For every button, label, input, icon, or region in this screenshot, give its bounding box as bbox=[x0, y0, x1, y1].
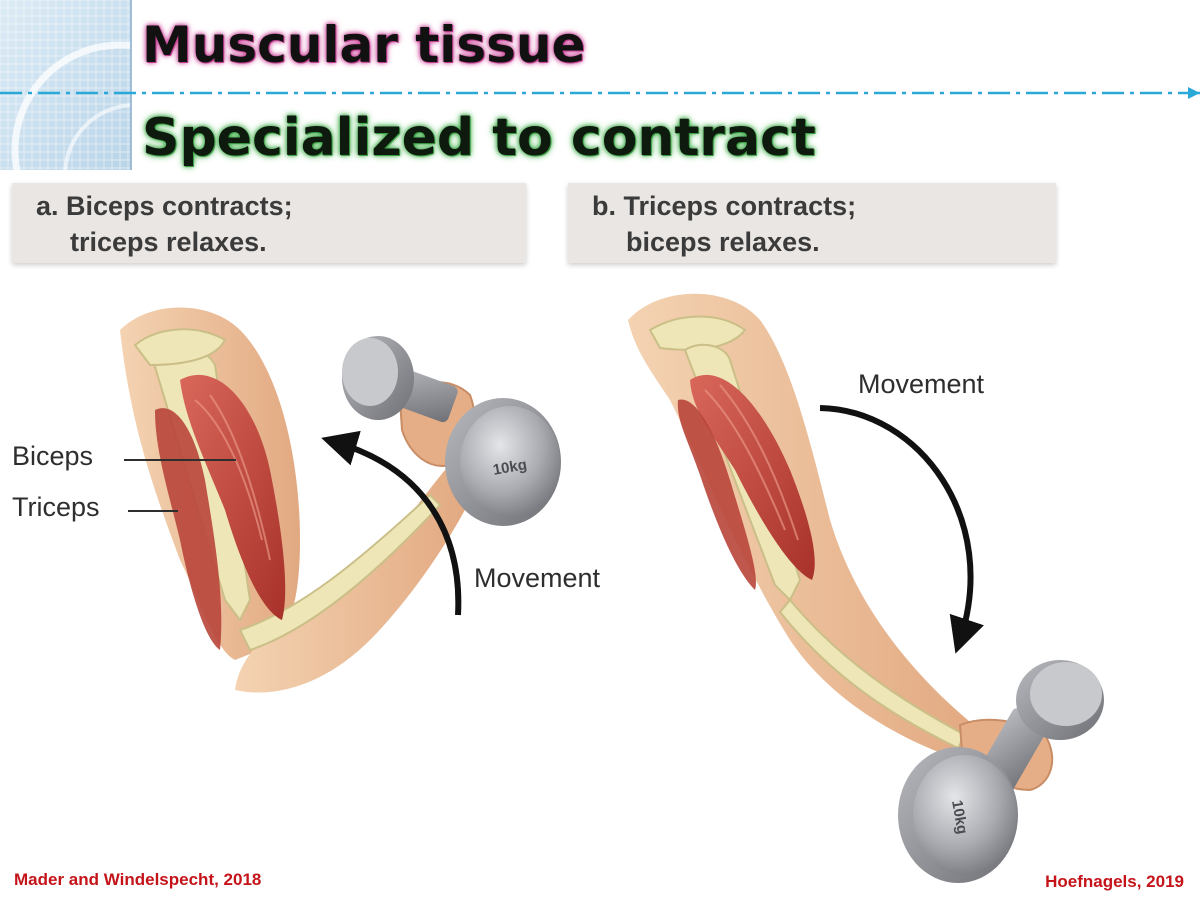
slide-subtitle: Specialized to contract bbox=[142, 108, 816, 168]
caption-panel-b: b. Triceps contracts; biceps relaxes. bbox=[568, 183, 1056, 263]
movement-arrow-a bbox=[321, 430, 462, 616]
slide-title: Muscular tissue bbox=[142, 16, 586, 74]
credit-right: Hoefnagels, 2019 bbox=[1045, 872, 1184, 891]
panel-b-arm bbox=[628, 293, 1054, 792]
weight-label-b: 10kg bbox=[948, 799, 971, 836]
credit-left: Mader and Windelspecht, 2018 bbox=[14, 870, 262, 889]
corner-decoration bbox=[0, 0, 132, 170]
weight-label-a: 10kg bbox=[492, 456, 529, 479]
movement-label-a: Movement bbox=[474, 563, 601, 593]
caption-b-line2: biceps relaxes. bbox=[626, 227, 820, 257]
caption-a-line2: triceps relaxes. bbox=[70, 227, 267, 257]
movement-arrow-b bbox=[819, 405, 984, 654]
triceps-label: Triceps bbox=[12, 492, 100, 522]
dash-dot-divider bbox=[0, 87, 1200, 99]
dumbbell-a: 10kg bbox=[342, 336, 561, 526]
biceps-label: Biceps bbox=[12, 441, 94, 471]
caption-a-line1: a. Biceps contracts; bbox=[36, 191, 293, 221]
movement-label-b: Movement bbox=[858, 369, 985, 399]
caption-panel-a: a. Biceps contracts; triceps relaxes. bbox=[12, 183, 526, 263]
panel-a-arm bbox=[120, 307, 475, 693]
caption-b-line1: b. Triceps contracts; bbox=[592, 191, 857, 221]
dumbbell-b: 10kg bbox=[898, 660, 1104, 883]
